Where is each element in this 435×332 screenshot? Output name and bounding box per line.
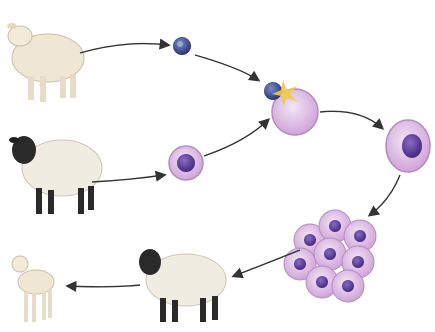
black-faced-sheep (9, 136, 102, 214)
embryo-cluster (284, 210, 376, 302)
lamb (12, 256, 54, 322)
surrogate-sheep (139, 249, 226, 322)
arrow-sheep-to-nucleus (80, 44, 168, 53)
white-faced-sheep (7, 23, 84, 102)
arrow-cell-to-embryo (370, 175, 400, 215)
arrow-surrogate-to-lamb (68, 285, 140, 287)
fusion-cell (264, 80, 318, 135)
reconstructed-cell (386, 120, 430, 172)
arrow-fusion-to-cell (320, 111, 382, 128)
arrow-nucleus-to-fusion (195, 55, 258, 80)
arrow-egg-to-fusion (204, 120, 268, 156)
donor-nucleus (173, 37, 191, 55)
egg-cell (169, 146, 203, 180)
arrow-sheep-to-egg (92, 175, 164, 182)
